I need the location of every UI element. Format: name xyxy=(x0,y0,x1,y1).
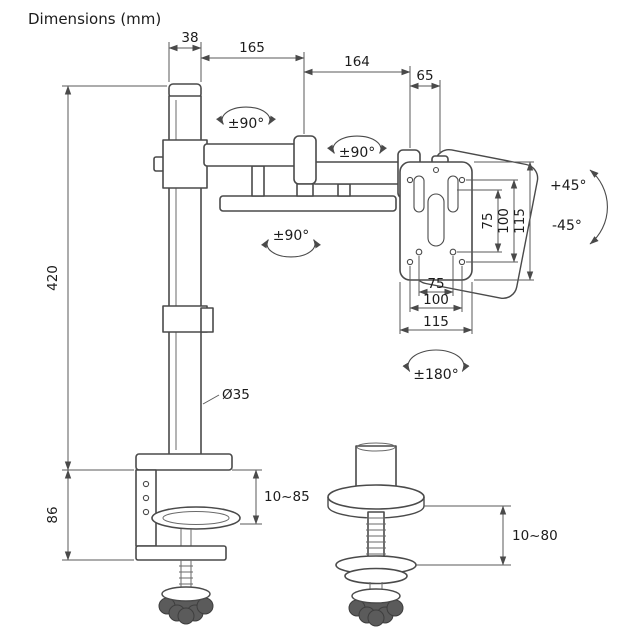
tilt-label-down: -45° xyxy=(552,218,582,234)
rotation-annotations: ±90° ±90° ±90° ±180° +45° -45° xyxy=(216,106,608,383)
rotation-arrow-pole-swivel xyxy=(216,106,276,125)
arm-clip-2 xyxy=(337,183,351,197)
desk-clamp xyxy=(135,453,241,625)
grommet-knob xyxy=(348,588,404,627)
grommet-base xyxy=(327,484,425,510)
dim-label-grommet-range: 10~80 xyxy=(512,528,558,544)
dim-label-vesa-h115: 115 xyxy=(423,314,449,330)
tilt-arrow xyxy=(589,169,608,245)
dim-label-vesa-h75: 75 xyxy=(427,276,444,292)
vesa-center-slot xyxy=(427,193,445,247)
vesa-plate xyxy=(399,149,539,299)
rotation-label-arm-swivel: ±90° xyxy=(339,145,376,161)
arm-segment-1 xyxy=(203,143,309,167)
arm-clip-1 xyxy=(251,165,265,197)
clamp-pad xyxy=(151,506,241,530)
pole xyxy=(153,83,214,456)
arm-segment-2 xyxy=(311,161,405,185)
arm-lower-rail xyxy=(219,195,397,212)
dim-label-arm-segment-2: 164 xyxy=(344,54,370,70)
arm-collar xyxy=(162,139,208,189)
rotation-arrow-forearm-swivel xyxy=(261,239,321,258)
clamp-knob xyxy=(158,586,214,625)
rotation-label-vesa-rotate: ±180° xyxy=(413,367,458,383)
mid-joint xyxy=(293,135,317,185)
dimension-annotations: 38 165 164 65 420 86 10~85 10~80 Ø35 75 … xyxy=(45,30,558,566)
dim-label-clamp-range: 10~85 xyxy=(264,489,310,505)
grommet-mount xyxy=(327,442,425,627)
dim-label-vesa-offset: 65 xyxy=(416,68,433,84)
cable-clip xyxy=(200,307,214,333)
rotation-arrow-vesa-rotate xyxy=(402,349,470,372)
dim-label-vesa-h100: 100 xyxy=(423,292,449,308)
clamp-bottom-arm xyxy=(135,545,227,561)
arm xyxy=(203,135,421,212)
extension-lines xyxy=(62,42,534,566)
rotation-arrow-arm-swivel xyxy=(327,135,387,154)
page-title: Dimensions (mm) xyxy=(28,10,161,28)
clamp-top-plate xyxy=(135,453,233,471)
leader-pole-diameter xyxy=(202,394,220,405)
dim-label-pole-width: 38 xyxy=(181,30,198,46)
dim-label-vesa-v115: 115 xyxy=(512,208,528,234)
dim-label-clamp-height: 86 xyxy=(45,506,61,523)
vesa-slot-right xyxy=(447,175,459,213)
grommet-rod xyxy=(366,511,386,563)
dim-label-pole-diameter: Ø35 xyxy=(222,387,250,403)
rotation-label-forearm-swivel: ±90° xyxy=(273,228,310,244)
dim-label-arm-segment-1: 165 xyxy=(239,40,265,56)
rotation-label-pole-swivel: ±90° xyxy=(228,116,265,132)
tilt-label-up: +45° xyxy=(550,178,587,194)
dim-label-pole-height: 420 xyxy=(45,265,61,291)
vesa-slot-left xyxy=(413,175,425,213)
joint-hook xyxy=(296,183,314,197)
dim-label-vesa-v100: 100 xyxy=(496,208,512,234)
dim-label-vesa-v75: 75 xyxy=(480,212,496,229)
